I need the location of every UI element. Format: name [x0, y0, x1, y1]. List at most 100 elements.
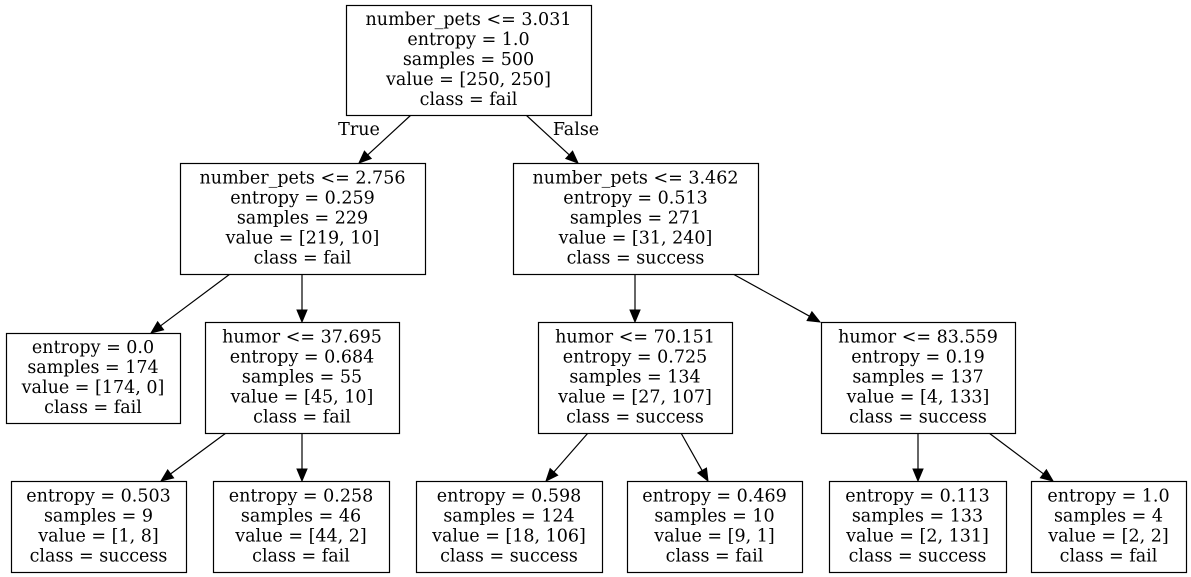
node-text-line: value = [18, 106]	[431, 527, 586, 547]
edge-line	[680, 432, 703, 471]
edge-n2-n6	[732, 273, 822, 323]
node-text-line: number_pets <= 3.031	[366, 10, 572, 30]
edge-n4-n8	[296, 433, 308, 483]
node-text-line: samples = 229	[237, 209, 368, 229]
node-text-line: entropy = 0.598	[437, 487, 582, 507]
node-box	[828, 480, 1008, 574]
node-text-line: entropy = 1.0	[407, 30, 529, 50]
node-box	[537, 321, 734, 435]
node-box	[512, 162, 760, 276]
edge-line	[367, 114, 412, 156]
arrowhead	[806, 310, 822, 323]
node-text-line: entropy = 0.0	[32, 338, 154, 358]
node-text-line: class = fail	[44, 398, 142, 418]
node-text-line: samples = 271	[570, 209, 701, 229]
node-text-line: entropy = 0.513	[563, 189, 708, 209]
node-text-line: humor <= 37.695	[222, 328, 382, 348]
node-text-line: value = [174, 0]	[21, 378, 165, 398]
node-box	[212, 480, 391, 574]
node-text-line: class = success	[849, 408, 987, 428]
node-text-line: entropy = 0.725	[563, 348, 708, 368]
node-text-line: value = [44, 2]	[234, 527, 367, 547]
node-text-line: entropy = 0.113	[845, 487, 990, 507]
node-text-line: entropy = 0.259	[230, 189, 375, 209]
node-text-line: samples = 174	[27, 358, 158, 378]
node-text-line: class = fail	[420, 90, 518, 110]
node-text-line: class = success	[30, 547, 168, 567]
false-branch-label: False	[553, 120, 599, 140]
node-box	[820, 321, 1017, 435]
node-text-line: value = [1, 8]	[37, 527, 158, 547]
node-box	[345, 4, 593, 117]
node-text-line: samples = 500	[403, 50, 534, 70]
node-text-line: samples = 124	[443, 507, 574, 527]
node-text-line: value = [2, 2]	[1047, 527, 1168, 547]
arrowhead	[912, 468, 924, 483]
edge-n5-n9	[545, 432, 589, 482]
node-text-line: class = success	[566, 408, 704, 428]
node-box	[204, 321, 401, 435]
node-text-line: entropy = 0.684	[230, 348, 375, 368]
node-text-line: samples = 9	[44, 507, 153, 527]
node-text-line: value = [250, 250]	[385, 70, 551, 90]
node-text-line: samples = 134	[569, 368, 700, 388]
node-text-line: value = [9, 1]	[653, 527, 774, 547]
node-text-line: humor <= 70.151	[555, 328, 715, 348]
node-text-line: entropy = 0.19	[851, 348, 984, 368]
node-text-line: class = fail	[252, 547, 350, 567]
arrowhead	[696, 467, 709, 483]
node-text-line: entropy = 0.503	[26, 487, 171, 507]
arrowhead	[149, 320, 165, 334]
node-text-line: value = [31, 240]	[558, 229, 713, 249]
node-text-line: humor <= 83.559	[838, 328, 998, 348]
edge-line	[732, 273, 810, 317]
edge-line	[160, 273, 231, 327]
edge-n1-n3	[149, 273, 231, 334]
node-box	[10, 480, 188, 574]
node-text-line: class = success	[440, 547, 578, 567]
node-box	[179, 162, 427, 276]
node-text-line: samples = 4	[1054, 507, 1163, 527]
node-text-line: value = [27, 107]	[557, 388, 712, 408]
node-box	[415, 480, 604, 574]
arrowhead	[296, 309, 308, 324]
node-box	[626, 480, 804, 574]
node-text-line: class = fail	[666, 547, 764, 567]
node-text-line: value = [45, 10]	[230, 388, 374, 408]
branch-labels-layer: True False	[338, 120, 599, 140]
arrowhead	[296, 468, 308, 483]
node-text-line: number_pets <= 3.462	[533, 169, 739, 189]
node-box	[1030, 480, 1188, 574]
node-text-line: samples = 46	[241, 507, 361, 527]
edge-n6-n12	[988, 432, 1055, 482]
node-text-line: value = [2, 131]	[845, 527, 989, 547]
edge-n4-n7	[159, 432, 227, 482]
edge-n1-n4	[296, 274, 308, 324]
node-text-line: class = fail	[1060, 547, 1158, 567]
edge-n0-n2	[525, 114, 579, 164]
edge-n5-n10	[680, 432, 709, 483]
node-text-line: class = success	[567, 249, 705, 269]
edge-line	[525, 114, 570, 156]
arrowhead	[1039, 468, 1055, 482]
node-text-line: value = [4, 133]	[846, 388, 990, 408]
edge-n2-n5	[629, 274, 641, 324]
node-text-line: number_pets <= 2.756	[200, 169, 406, 189]
true-branch-label: True	[338, 120, 380, 140]
edges-layer	[149, 114, 1055, 483]
node-text-line: entropy = 1.0	[1047, 487, 1169, 507]
node-text-line: class = success	[849, 547, 987, 567]
